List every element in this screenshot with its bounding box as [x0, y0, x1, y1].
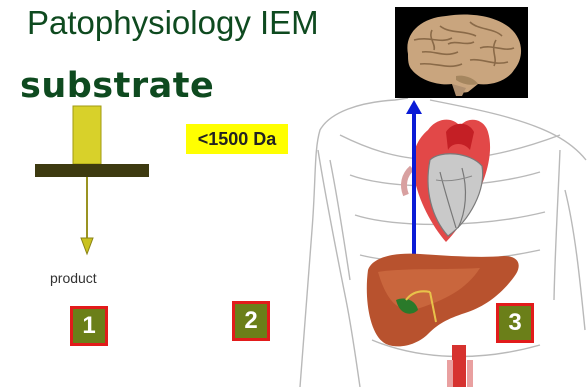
substrate-label: substrate: [20, 66, 214, 106]
brain-icon: [395, 7, 528, 98]
number-badge-3: 3: [496, 303, 534, 343]
page-title: Patophysiology IEM: [27, 4, 319, 42]
aorta-icon: [447, 345, 473, 387]
reaction-arrow-head: [81, 238, 93, 254]
product-label: product: [50, 270, 97, 286]
enzyme-bar: [35, 164, 149, 177]
size-badge: <1500 Da: [186, 124, 288, 154]
substrate-block: [73, 106, 101, 164]
number-badge-2: 2: [232, 301, 270, 341]
number-badge-1: 1: [70, 306, 108, 346]
enzyme-diagram: [35, 106, 149, 254]
